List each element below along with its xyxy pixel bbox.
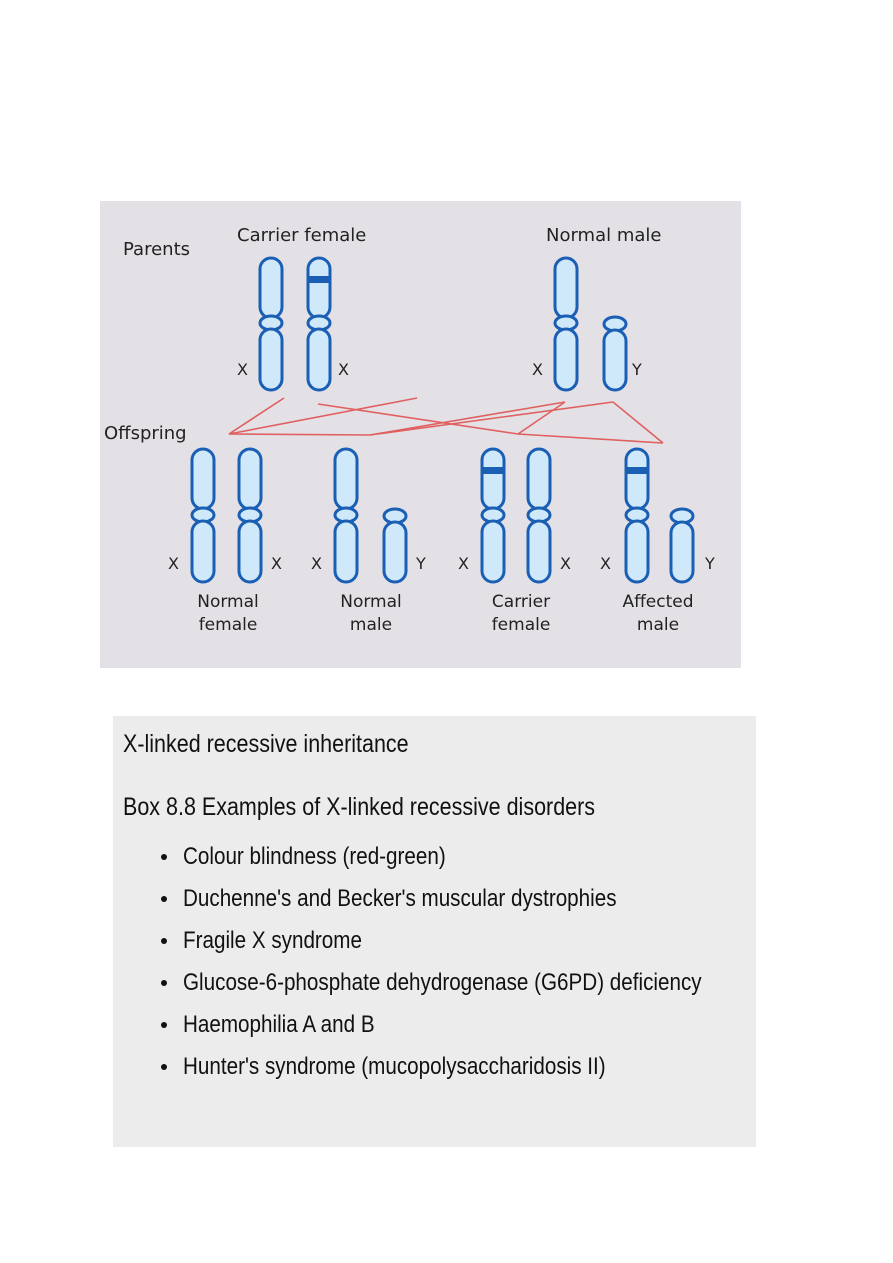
offspring-label-normal-female-2: female [199, 615, 258, 635]
offspring-label-affected-male-1: Affected [622, 592, 693, 612]
chromosome-label-x: X [560, 554, 571, 573]
chromosome-offspring-normal-female-x2 [237, 447, 263, 584]
list-item-text: Hunter's syndrome (mucopolysaccharidosis… [183, 1053, 606, 1080]
chromosome-offspring-affected-male-y [669, 507, 695, 584]
list-item-text: Fragile X syndrome [183, 927, 362, 954]
offspring-label-normal-female-1: Normal [197, 592, 259, 612]
offspring-label-normal-male-2: male [350, 615, 392, 635]
diagram-background [100, 201, 741, 668]
chromosome-parent-female-x-carrier [306, 256, 332, 392]
list-item-text: Haemophilia A and B [183, 1011, 375, 1038]
bullet-icon [161, 854, 167, 860]
bullet-icon [161, 980, 167, 986]
chromosome-offspring-carrier-female-x-carrier [480, 447, 506, 584]
chromosome-label-y: Y [415, 554, 426, 573]
chromosome-offspring-normal-female-x1 [190, 447, 216, 584]
chromosome-label-x: X [311, 554, 322, 573]
parents-label: Parents [123, 239, 190, 260]
mutation-band [308, 276, 330, 283]
parent-label-normal-male: Normal male [546, 225, 662, 246]
bullet-icon [161, 1064, 167, 1070]
line-father-y [612, 401, 664, 444]
list-item-text: Duchenne's and Becker's muscular dystrop… [183, 885, 617, 912]
bullet-icon [161, 1022, 167, 1028]
inheritance-diagram: Parents Offspring Carrier female Normal … [100, 201, 741, 668]
mutation-band [626, 467, 648, 474]
offspring-label-carrier-female-2: female [492, 615, 551, 635]
chromosome-label-x: X [338, 360, 349, 379]
line-father-y-2 [369, 401, 614, 436]
chromosome-offspring-normal-male-y [382, 507, 408, 584]
chromosome-label-y: Y [631, 360, 642, 379]
chromosome-parent-male-y [602, 315, 628, 392]
chromosome-label-x: X [458, 554, 469, 573]
chromosome-label-x: X [168, 554, 179, 573]
line-father-x-2 [517, 401, 566, 435]
box-subtitle: Box 8.8 Examples of X-linked recessive d… [123, 793, 596, 821]
chromosome-label-x: X [532, 360, 543, 379]
chromosome-label-x: X [237, 360, 248, 379]
disorders-box: X-linked recessive inheritance Box 8.8 E… [113, 716, 756, 1147]
chromosome-parent-male-x [553, 256, 579, 392]
chromosome-label-x: X [600, 554, 611, 573]
chromosome-label-y: Y [704, 554, 715, 573]
chromosome-offspring-normal-male-x [333, 447, 359, 584]
list-item-text: Colour blindness (red-green) [183, 843, 446, 870]
bullet-icon [161, 896, 167, 902]
mutation-band [482, 467, 504, 474]
offspring-label: Offspring [104, 423, 187, 444]
inheritance-lines [228, 397, 664, 444]
bullet-icon [161, 938, 167, 944]
offspring-label-affected-male-2: male [637, 615, 679, 635]
list-item-text: Glucose-6-phosphate dehydrogenase (G6PD)… [183, 969, 702, 996]
box-title: X-linked recessive inheritance [123, 730, 409, 758]
chromosome-parent-female-x-normal [258, 256, 284, 392]
offspring-label-normal-male-1: Normal [340, 592, 402, 612]
offspring-label-carrier-female-1: Carrier [492, 592, 550, 612]
parent-label-carrier-female: Carrier female [237, 225, 366, 246]
chromosome-label-x: X [271, 554, 282, 573]
chromosome-offspring-affected-male-x [624, 447, 650, 584]
chromosome-offspring-carrier-female-x-normal [526, 447, 552, 584]
